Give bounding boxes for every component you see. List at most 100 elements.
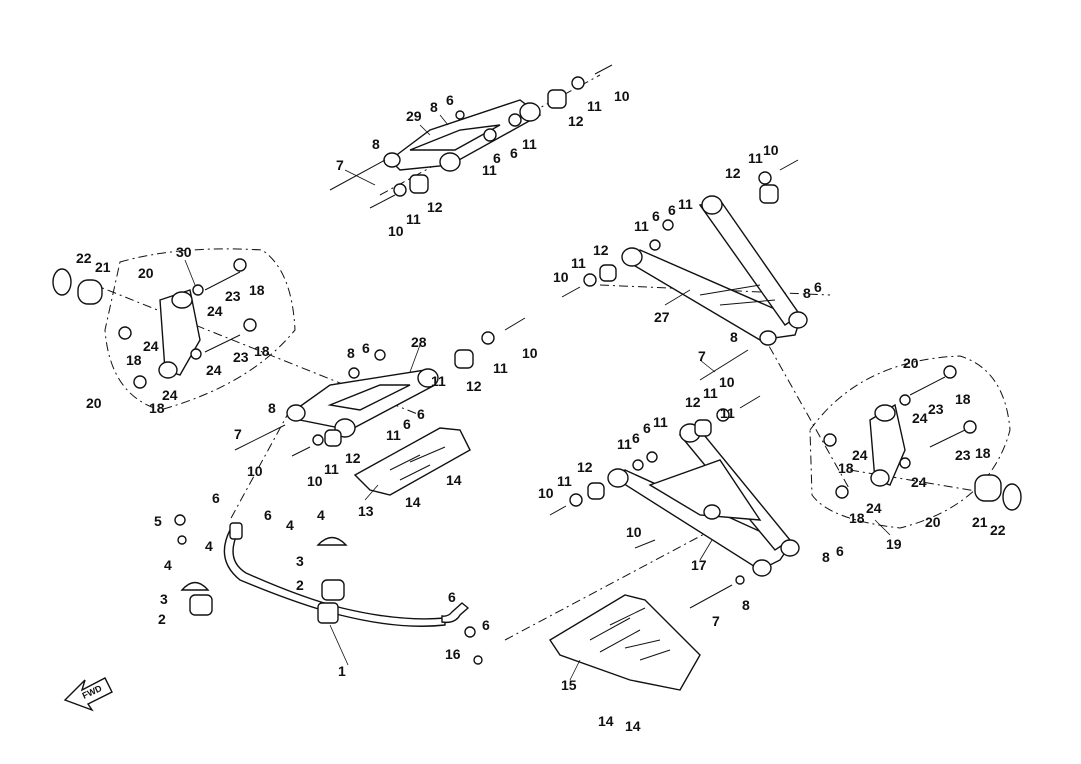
- callout-8: 8: [822, 549, 830, 565]
- callout-6: 6: [836, 543, 844, 559]
- callout-10: 10: [388, 223, 404, 239]
- callout-11: 11: [653, 414, 668, 430]
- callout-11: 11: [431, 373, 446, 389]
- callout-12: 12: [568, 113, 584, 129]
- stabilizer-bar: [223, 522, 470, 627]
- callout-8: 8: [347, 345, 355, 361]
- callout-6: 6: [632, 430, 640, 446]
- callout-7: 7: [712, 613, 720, 629]
- leader-lines: [184, 114, 891, 681]
- callout-20: 20: [925, 514, 941, 530]
- callout-10: 10: [553, 269, 569, 285]
- callout-12: 12: [593, 242, 609, 258]
- callout-12: 12: [685, 394, 701, 410]
- callout-11: 11: [406, 211, 421, 227]
- callout-10: 10: [538, 485, 554, 501]
- knuckle-right: [869, 403, 906, 487]
- callout-24: 24: [207, 303, 223, 319]
- callout-6: 6: [643, 420, 651, 436]
- callout-23: 23: [928, 401, 944, 417]
- callout-14: 14: [598, 713, 614, 729]
- callout-11: 11: [678, 196, 693, 212]
- callout-2: 2: [158, 611, 166, 627]
- callout-8: 8: [430, 99, 438, 115]
- hub-bearing-right: [974, 474, 1022, 511]
- callout-6: 6: [264, 507, 272, 523]
- lower-a-arm-right: [607, 423, 800, 577]
- callout-6: 6: [668, 202, 676, 218]
- callout-10: 10: [307, 473, 323, 489]
- callout-20: 20: [138, 265, 154, 281]
- callout-14: 14: [405, 494, 421, 510]
- forward-direction-arrow: FWD: [63, 677, 113, 712]
- callout-11: 11: [571, 255, 586, 271]
- callout-11: 11: [482, 162, 497, 178]
- callout-22: 22: [76, 250, 92, 266]
- callout-2: 2: [296, 577, 304, 593]
- skid-plate-large: [549, 594, 701, 691]
- callout-11: 11: [748, 150, 763, 166]
- callout-14: 14: [625, 718, 641, 734]
- callout-11: 11: [634, 218, 649, 234]
- callout-11: 11: [493, 360, 508, 376]
- callout-8: 8: [372, 136, 380, 152]
- callout-4: 4: [317, 507, 325, 523]
- callout-22: 22: [990, 522, 1006, 538]
- callout-11: 11: [617, 436, 632, 452]
- callout-24: 24: [143, 338, 159, 354]
- callout-20: 20: [86, 395, 102, 411]
- callout-10: 10: [522, 345, 538, 361]
- callout-11: 11: [720, 405, 735, 421]
- small-hardware: [118, 64, 977, 665]
- callout-15: 15: [561, 677, 577, 693]
- callout-20: 20: [903, 355, 919, 371]
- callout-11: 11: [587, 98, 602, 114]
- callout-7: 7: [336, 157, 344, 173]
- callout-23: 23: [233, 349, 249, 365]
- callout-12: 12: [345, 450, 361, 466]
- callout-6: 6: [417, 406, 425, 422]
- callout-18: 18: [975, 445, 991, 461]
- callout-6: 6: [814, 279, 822, 295]
- callout-8: 8: [803, 285, 811, 301]
- callout-12: 12: [577, 459, 593, 475]
- callout-24: 24: [866, 500, 882, 516]
- callout-8: 8: [742, 597, 750, 613]
- skid-plate-small: [353, 427, 471, 496]
- callout-8: 8: [268, 400, 276, 416]
- callout-6: 6: [493, 150, 501, 166]
- callout-24: 24: [852, 447, 868, 463]
- callout-18: 18: [955, 391, 971, 407]
- knuckle-left: [158, 289, 201, 379]
- callout-24: 24: [911, 474, 927, 490]
- callout-6: 6: [446, 92, 454, 108]
- callout-18: 18: [149, 400, 165, 416]
- callout-30: 30: [176, 244, 192, 260]
- callout-12: 12: [466, 378, 482, 394]
- callout-10: 10: [626, 524, 642, 540]
- callout-11: 11: [522, 136, 537, 152]
- callout-6: 6: [448, 589, 456, 605]
- callout-13: 13: [358, 503, 374, 519]
- callout-18: 18: [838, 460, 854, 476]
- callout-5: 5: [154, 513, 162, 529]
- callout-24: 24: [162, 387, 178, 403]
- callout-10: 10: [763, 142, 779, 158]
- callout-6: 6: [652, 208, 660, 224]
- callout-6: 6: [212, 490, 220, 506]
- callout-6: 6: [362, 340, 370, 356]
- callout-16: 16: [445, 646, 461, 662]
- callout-6: 6: [403, 416, 411, 432]
- callout-6: 6: [482, 617, 490, 633]
- callout-23: 23: [225, 288, 241, 304]
- upper-a-arm-right: [621, 195, 808, 346]
- callout-10: 10: [247, 463, 263, 479]
- callout-24: 24: [912, 410, 928, 426]
- callout-11: 11: [703, 385, 718, 401]
- callout-3: 3: [160, 591, 168, 607]
- lower-a-arm-left: [286, 368, 439, 438]
- callout-28: 28: [411, 334, 427, 350]
- callout-18: 18: [126, 352, 142, 368]
- upper-a-arm-top: [383, 99, 542, 172]
